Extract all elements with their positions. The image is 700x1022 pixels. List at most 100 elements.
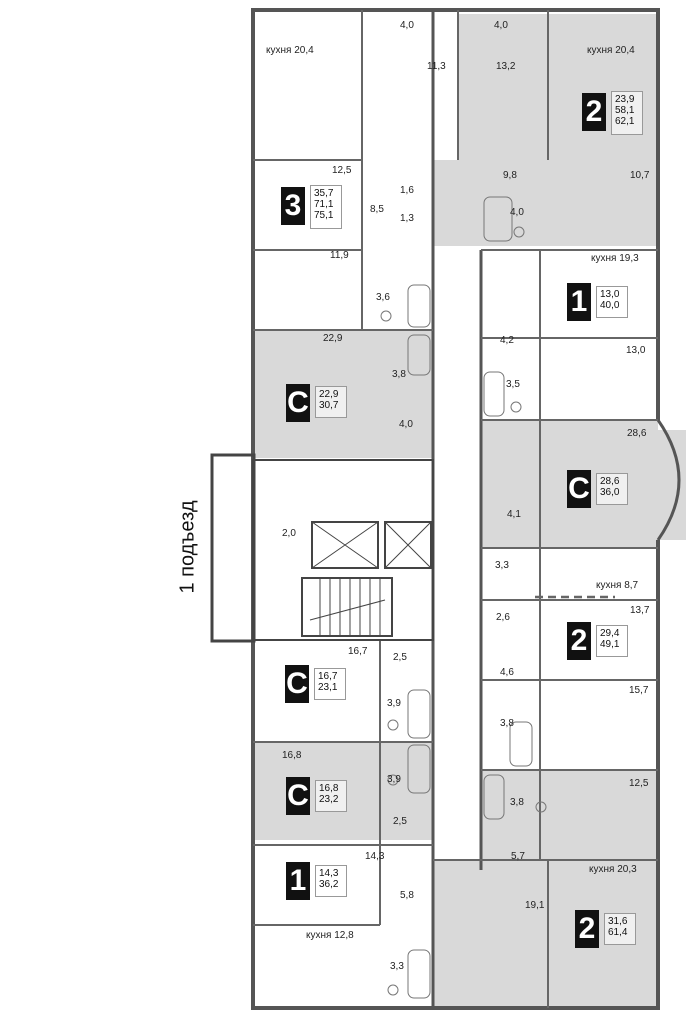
elevator-2: [384, 521, 432, 569]
toilet-7: [387, 984, 399, 996]
toilet-2: [380, 310, 392, 322]
bathtub-8: [483, 774, 505, 820]
room-label: 22,9: [323, 333, 343, 344]
bathtub-4: [483, 371, 505, 417]
elevator-2-cross: [384, 521, 432, 569]
room-label: 3,8: [510, 797, 524, 808]
room-label: 9,8: [503, 170, 517, 181]
room-label: 8,5: [370, 204, 384, 215]
room-label: 12,5: [332, 165, 352, 176]
bathtub-9: [407, 949, 431, 999]
entrance-vestibule: [210, 453, 256, 643]
apartment-type-badge: 2: [567, 622, 591, 660]
apartment-type-badge: 2: [582, 93, 606, 131]
room-label: 4,0: [400, 20, 414, 31]
apartment-type-badge: C: [286, 384, 310, 422]
room-label: 3,8: [392, 369, 406, 380]
toilet-3: [510, 401, 522, 413]
room-label: 13,2: [496, 61, 516, 72]
apartment-type-badge: C: [567, 470, 591, 508]
grey-zones: [253, 14, 686, 1010]
zone-right-bottom: [482, 770, 660, 860]
toilet-1: [513, 226, 525, 238]
room-label: 4,0: [510, 207, 524, 218]
room-label: 4,6: [500, 667, 514, 678]
room-label: 3,9: [387, 698, 401, 709]
stair-steps: [319, 578, 381, 636]
room-label: кухня 20,3: [589, 864, 637, 875]
room-label: 2,0: [282, 528, 296, 539]
room-label: 16,7: [348, 646, 368, 657]
room-label: 11,9: [330, 250, 349, 261]
room-label: 2,5: [393, 816, 407, 827]
room-label: 3,6: [376, 292, 390, 303]
partitions: [253, 10, 658, 1008]
room-label: 13,7: [630, 605, 650, 616]
room-label: 5,7: [511, 851, 525, 862]
room-label: кухня 8,7: [596, 580, 639, 591]
fixtures: [380, 196, 547, 999]
room-label: кухня 20,4: [266, 45, 314, 56]
room-label: 4,0: [494, 20, 508, 31]
room-label: 28,6: [627, 428, 647, 439]
bathtub-2: [407, 284, 431, 328]
room-label: кухня 19,3: [591, 253, 639, 264]
room-label: 1,3: [400, 213, 414, 224]
toilet-6: [535, 801, 547, 813]
bathtub-5: [407, 689, 431, 739]
room-label: 14,3: [365, 851, 385, 862]
room-label: 3,3: [390, 961, 404, 972]
room-label: 19,1: [525, 900, 545, 911]
room-label: 1,6: [400, 185, 414, 196]
room-label: 2,6: [496, 612, 510, 623]
apartment-type-badge: 1: [567, 283, 591, 321]
room-label: кухня 20,4: [587, 45, 635, 56]
zone-corridor-top: [432, 160, 656, 246]
stair-arrow: [309, 599, 386, 621]
stair-core: [210, 453, 434, 643]
bay-window: [656, 419, 681, 541]
room-label: 16,8: [282, 750, 302, 761]
room-label: 11,3: [427, 61, 446, 72]
room-label: 15,7: [629, 685, 649, 696]
room-label: 5,8: [400, 890, 414, 901]
bathtub-3: [407, 334, 431, 376]
bathtub-1: [483, 196, 513, 242]
apartment-type-badge: 1: [286, 862, 310, 900]
lobby: [252, 459, 434, 641]
room-label: 10,7: [630, 170, 650, 181]
room-label: 3,5: [506, 379, 520, 390]
room-label: 3,8: [500, 718, 514, 729]
bathtub-7: [509, 721, 533, 767]
room-label: 3,3: [495, 560, 509, 571]
apartment-type-badge: 2: [575, 910, 599, 948]
room-label: 4,2: [500, 335, 514, 346]
apartment-type-badge: 3: [281, 187, 305, 225]
room-label: кухня 12,8: [306, 930, 354, 941]
elevator-1-cross: [311, 521, 379, 569]
room-label: 4,0: [399, 419, 413, 430]
room-label: 2,5: [393, 652, 407, 663]
bathtub-6: [407, 744, 431, 794]
apartment-type-badge: C: [286, 777, 310, 815]
zone-apt2-top: [458, 14, 656, 160]
room-label: 3,9: [387, 774, 401, 785]
toilet-4: [387, 719, 399, 731]
elevator-1: [311, 521, 379, 569]
apartment-type-badge: C: [285, 665, 309, 703]
staircase: [301, 577, 393, 637]
room-label: 12,5: [629, 778, 649, 789]
toilet-5: [387, 774, 399, 786]
entrance-label: 1 подъезд: [176, 500, 199, 594]
